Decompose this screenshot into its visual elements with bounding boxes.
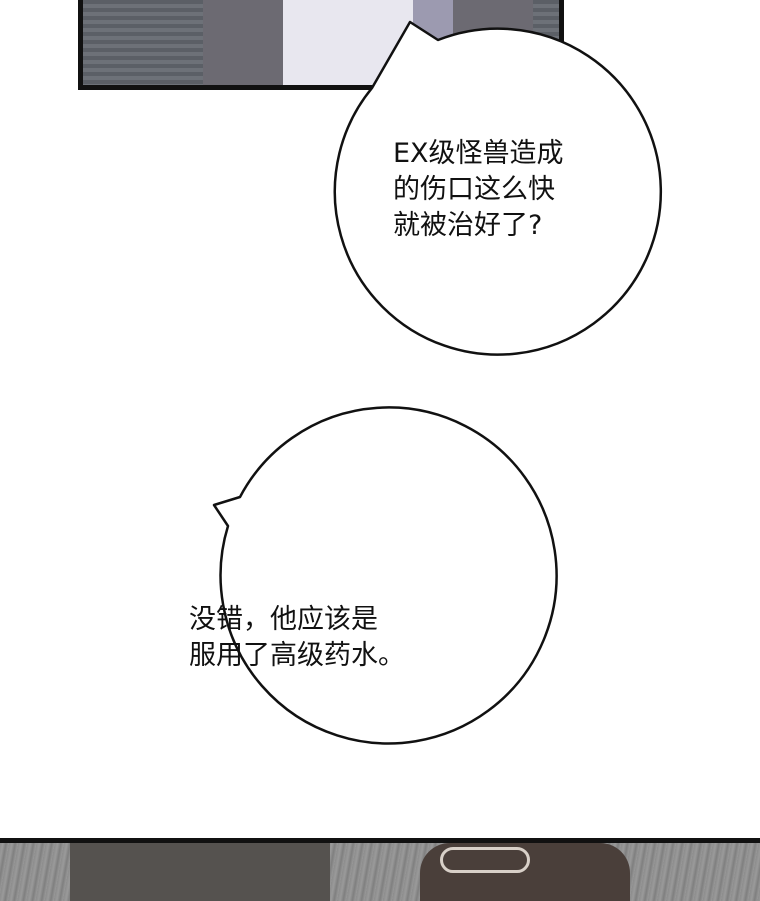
bottom-panel	[0, 838, 760, 901]
bubble-line: 服用了高级药水。	[189, 640, 405, 671]
speech-bubble-2-shape	[212, 406, 558, 745]
shoe-laces	[440, 847, 530, 873]
bubble-line: 没错，他应该是	[189, 604, 378, 635]
character-pants	[70, 843, 330, 901]
speech-bubble-2-text: 没错，他应该是 服用了高级药水。	[189, 602, 405, 674]
bubble-line: EX级怪兽造成	[393, 138, 564, 169]
bubble-line: 就被治好了?	[393, 210, 543, 241]
speech-bubble-1-shape	[333, 20, 663, 356]
bubble-line: 的伤口这么快	[393, 174, 555, 205]
speech-bubble-1-text: EX级怪兽造成 的伤口这么快 就被治好了?	[393, 136, 564, 244]
